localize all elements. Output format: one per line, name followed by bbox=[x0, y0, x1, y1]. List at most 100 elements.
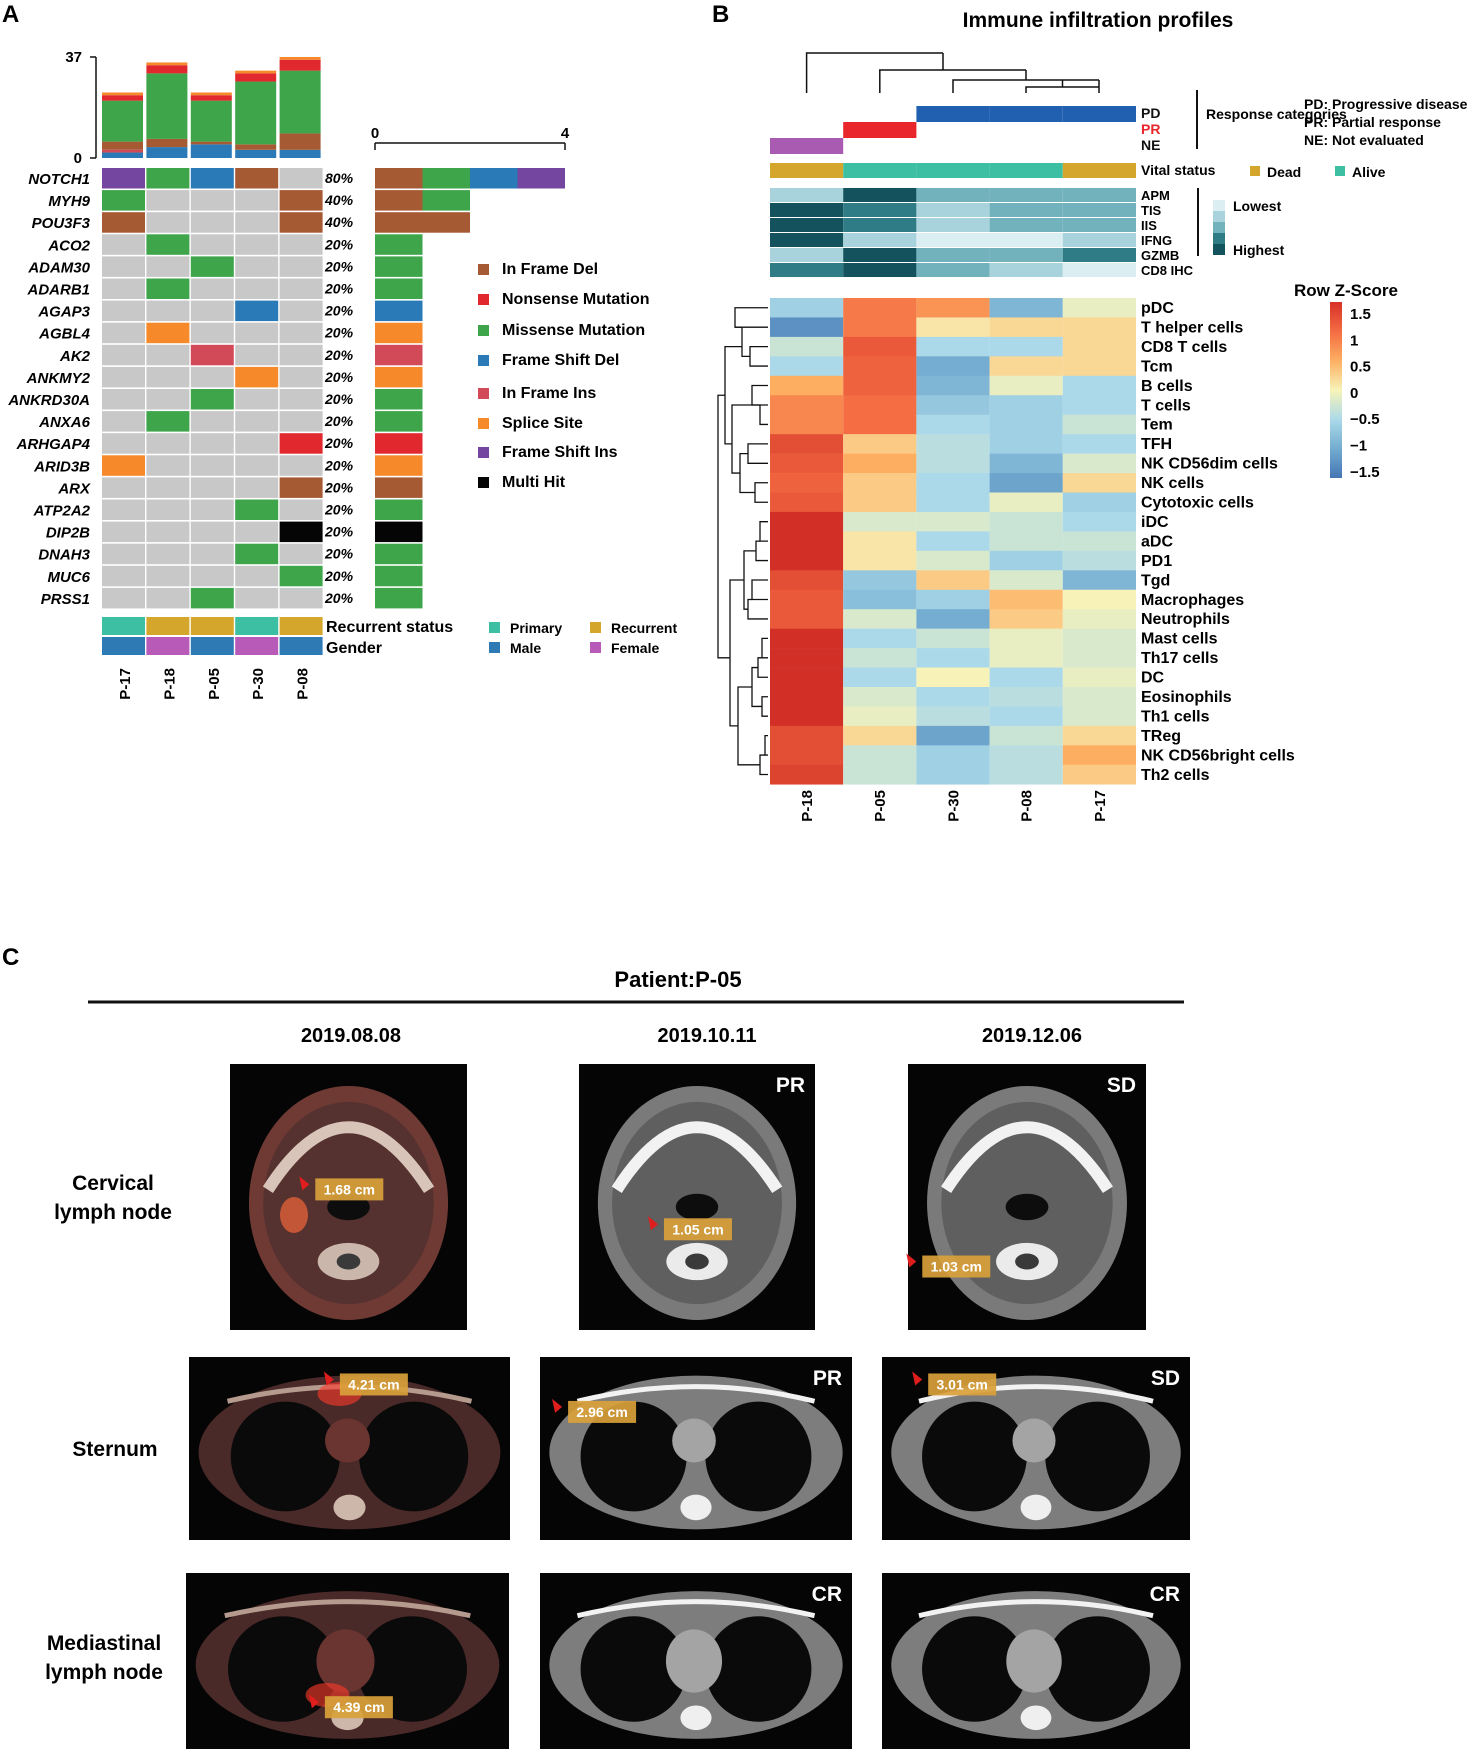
measurement-box bbox=[663, 1218, 732, 1241]
cell-adarb1-p-30 bbox=[235, 278, 279, 299]
vital-cell-p-08 bbox=[989, 163, 1063, 178]
response-badge: PR bbox=[813, 1367, 842, 1390]
zscore-tick-label: −0.5 bbox=[1350, 411, 1380, 428]
heat-cell-t-cells-p-17 bbox=[1062, 395, 1136, 415]
heat-cell-dc-p-30 bbox=[916, 667, 990, 688]
count-bar-dip2b-0 bbox=[375, 521, 423, 543]
lesion-arrow bbox=[647, 1216, 658, 1231]
cell-arx-p-30 bbox=[235, 477, 279, 498]
cell-notch1-p-30 bbox=[235, 168, 279, 189]
heat-cell-pd1-p-05 bbox=[843, 550, 917, 571]
gender-cell-p-18 bbox=[146, 637, 190, 655]
patient-title: Patient:P-05 bbox=[614, 967, 741, 992]
score-cell-iis-p-30 bbox=[916, 218, 990, 232]
heat-cell-macrophages-p-17 bbox=[1062, 589, 1136, 610]
patient-label: P-08 bbox=[295, 668, 312, 700]
gene-frequency: 20% bbox=[324, 391, 354, 407]
heatmap-row-label: Cytotoxic cells bbox=[1141, 495, 1254, 512]
count-bar-ankrd30a-0 bbox=[375, 389, 423, 410]
score-cell-cd8-ihc-p-08 bbox=[989, 263, 1063, 277]
cell-prss1-p-30 bbox=[235, 587, 279, 609]
burden-bar-p-05-frame-shift-del bbox=[190, 144, 232, 158]
patient-label: P-18 bbox=[161, 668, 178, 700]
cell-agbl4-p-30 bbox=[235, 322, 279, 344]
burden-bar-p-05-nonsense-mutation bbox=[190, 95, 232, 101]
cell-dnah3-p-30 bbox=[235, 543, 279, 565]
heat-cell-neutrophils-p-05 bbox=[843, 609, 917, 629]
count-bar-notch1-1 bbox=[422, 168, 470, 189]
response-row-label: NE bbox=[1141, 137, 1160, 153]
lesion-arrow bbox=[323, 1371, 334, 1386]
gene-frequency: 20% bbox=[324, 435, 354, 451]
legend-label-missense-mutation: Missense Mutation bbox=[502, 322, 645, 339]
response-cell-p-30 bbox=[916, 106, 990, 122]
vertebra bbox=[680, 1705, 712, 1731]
legend-swatch-missense-mutation bbox=[478, 325, 489, 336]
score-cell-iis-p-05 bbox=[843, 218, 917, 232]
gender-cell-p-30 bbox=[235, 637, 279, 655]
response-legend-entry: NE: Not evaluated bbox=[1304, 132, 1424, 148]
spinal-canal bbox=[336, 1253, 361, 1270]
heat-cell-tgd-p-30 bbox=[916, 570, 990, 591]
score-legend-step bbox=[1213, 222, 1225, 233]
gene-frequency: 20% bbox=[324, 303, 354, 319]
heatmap-patient-label: P-08 bbox=[1019, 790, 1036, 822]
cell-adarb1-p-08 bbox=[279, 278, 323, 299]
measurement-box bbox=[568, 1400, 637, 1423]
heatmap-row-label: iDC bbox=[1141, 514, 1169, 531]
heat-cell-pd1-p-30 bbox=[916, 550, 990, 571]
heat-cell-th2-cells-p-05 bbox=[843, 764, 917, 785]
heat-cell-nk-cells-p-05 bbox=[843, 473, 917, 493]
vital-cell-p-30 bbox=[916, 163, 990, 178]
count-bar-prss1-0 bbox=[375, 587, 423, 609]
gene-name: ARHGAP4 bbox=[16, 436, 91, 453]
cell-adam30-p-05 bbox=[190, 256, 234, 277]
clavicle-sternum bbox=[576, 1599, 816, 1619]
cell-adam30-p-30 bbox=[235, 256, 279, 277]
recurrent-legend-label: Primary bbox=[510, 620, 562, 636]
cell-muc6-p-08 bbox=[279, 565, 323, 587]
response-badge: CR bbox=[812, 1583, 842, 1606]
heat-cell-nk-cd56bright-cells-p-17 bbox=[1062, 745, 1136, 766]
score-row-label: IFNG bbox=[1141, 233, 1172, 248]
heat-cell-treg-p-17 bbox=[1062, 725, 1136, 746]
heat-cell-tem-p-18 bbox=[770, 414, 844, 435]
row-dendrogram-branch bbox=[754, 482, 768, 503]
scan-image-chest-1: PR2.96 cm bbox=[540, 1357, 852, 1540]
burden-bar-p-05-in-frame-del bbox=[190, 141, 232, 145]
heat-cell-cd8-t-cells-p-17 bbox=[1062, 336, 1136, 357]
burden-bar-p-05-splice-site bbox=[190, 92, 232, 96]
recurrent-cell-p-17 bbox=[102, 617, 145, 635]
heat-cell-dc-p-17 bbox=[1062, 667, 1136, 688]
row-dendrogram-branch bbox=[751, 384, 768, 406]
score-cell-apm-p-08 bbox=[989, 188, 1063, 202]
cell-anxa6-p-17 bbox=[102, 411, 145, 432]
vertebra bbox=[333, 1494, 366, 1521]
gender-legend-swatch bbox=[590, 642, 601, 653]
heat-cell-t-cells-p-05 bbox=[843, 395, 917, 415]
score-row-label: IIS bbox=[1141, 218, 1157, 233]
cell-pou3f3-p-17 bbox=[102, 212, 145, 233]
heat-cell-macrophages-p-08 bbox=[989, 589, 1063, 610]
panel-b-heatmap: B Immune infiltration profiles PDPRNERes… bbox=[712, 1, 1468, 822]
heat-cell-mast-cells-p-18 bbox=[770, 628, 844, 649]
gene-name: MYH9 bbox=[48, 193, 90, 210]
heat-cell-adc-p-18 bbox=[770, 531, 844, 552]
response-badge: PR bbox=[776, 1074, 805, 1097]
cell-atp2a2-p-17 bbox=[102, 499, 145, 520]
heat-cell-tfh-p-18 bbox=[770, 434, 844, 454]
legend-label-splice-site: Splice Site bbox=[502, 415, 583, 432]
cell-ak2-p-18 bbox=[146, 344, 190, 366]
right-lung bbox=[705, 1401, 812, 1512]
burden-bar-p-05-missense-mutation bbox=[190, 100, 232, 142]
cell-arhgap4-p-05 bbox=[190, 433, 234, 454]
score-legend-low: Lowest bbox=[1233, 198, 1282, 214]
heatmap-row-label: NK CD56dim cells bbox=[1141, 456, 1278, 473]
heat-cell-th1-cells-p-05 bbox=[843, 706, 917, 727]
cell-pou3f3-p-30 bbox=[235, 212, 279, 233]
count-bar-aco2-0 bbox=[375, 234, 423, 255]
